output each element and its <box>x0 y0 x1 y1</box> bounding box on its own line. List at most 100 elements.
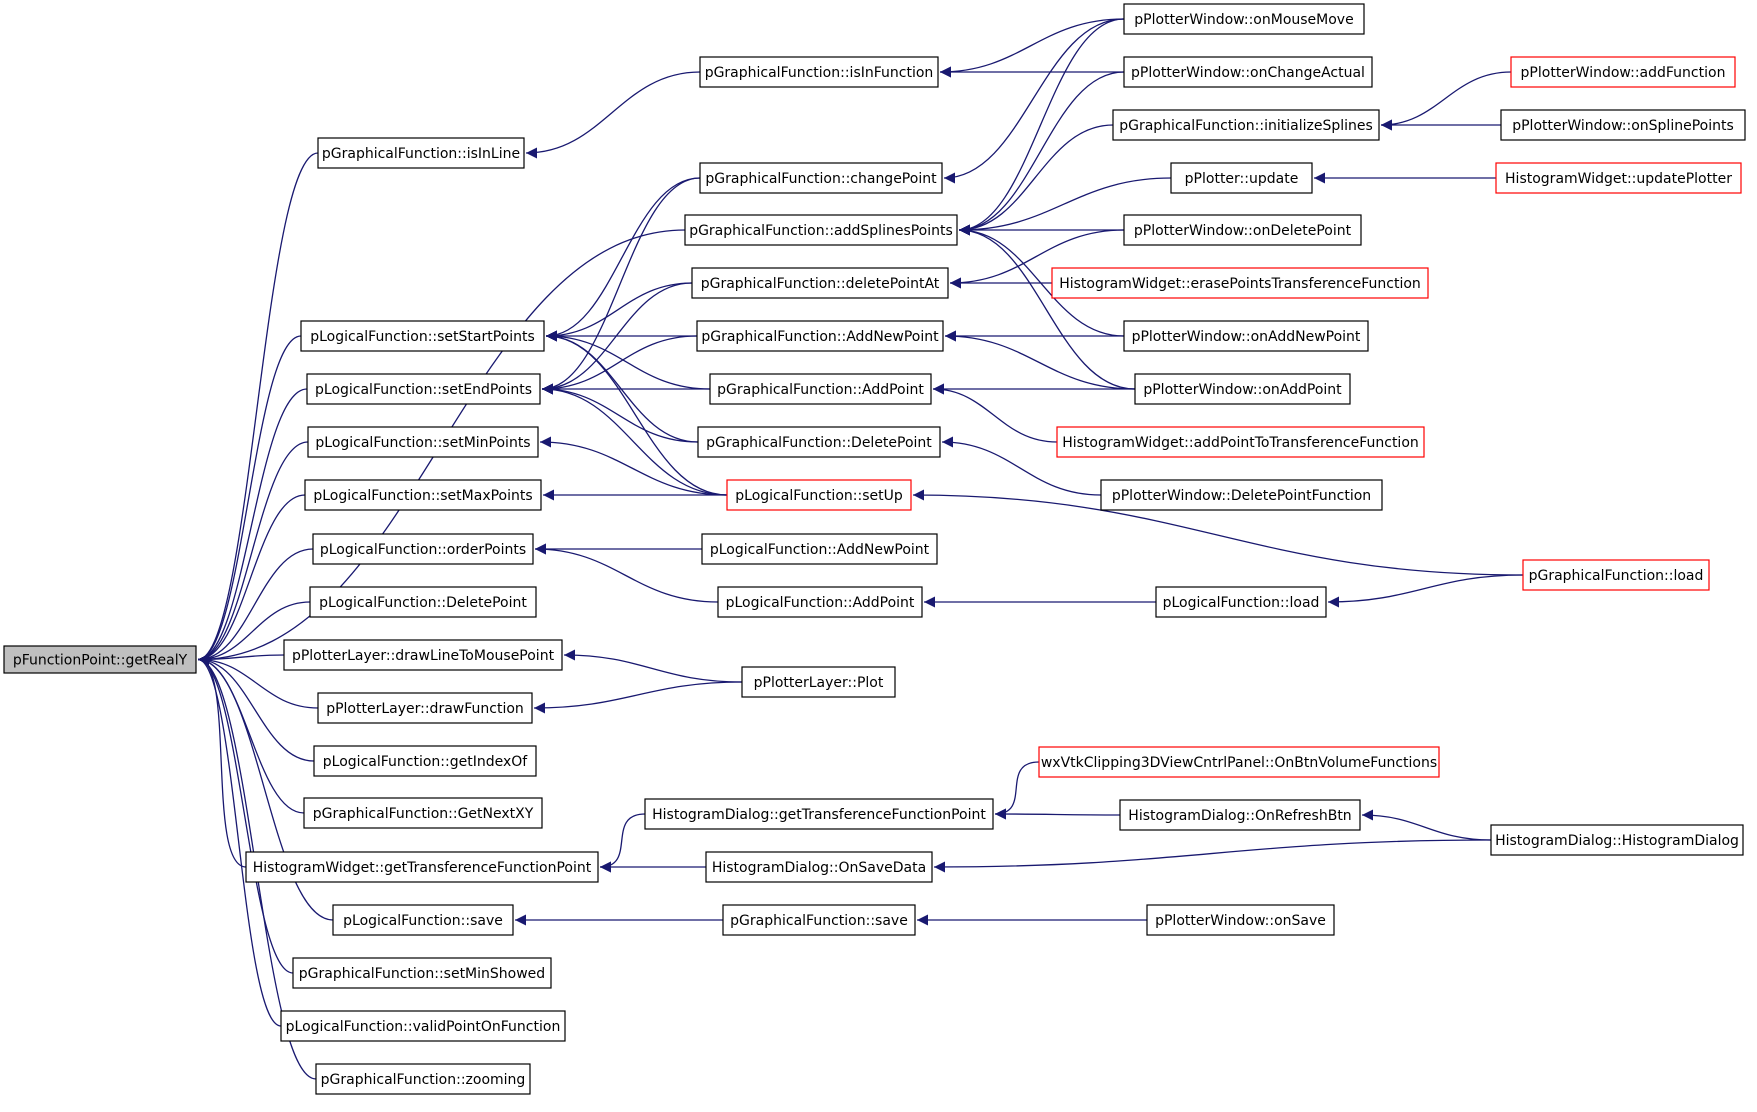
node-hd-histogram-dialog[interactable]: HistogramDialog::HistogramDialog <box>1490 824 1744 856</box>
node-box <box>717 586 923 618</box>
node-label: pPlotterWindow::onChangeActual <box>1131 65 1365 81</box>
node-gf-add-splines-points[interactable]: pGraphicalFunction::addSplinesPoints <box>684 214 958 246</box>
call-edge-lf-order-points-to-root <box>197 548 314 665</box>
node-gf-delete-point-at[interactable]: pGraphicalFunction::deletePointAt <box>691 267 949 299</box>
node-label: pPlotterWindow::onDeletePoint <box>1134 223 1352 239</box>
node-lf-set-max-points[interactable]: pLogicalFunction::setMaxPoints <box>304 479 542 511</box>
call-edge-lf-set-up-to-lf-set-start-points <box>545 330 728 496</box>
node-box <box>697 426 941 458</box>
node-gf-initialize-splines[interactable]: pGraphicalFunction::initializeSplines <box>1112 109 1380 141</box>
node-label: HistogramDialog::OnRefreshBtn <box>1128 808 1351 824</box>
node-box <box>1146 904 1335 936</box>
node-gf-get-next-xy[interactable]: pGraphicalFunction::GetNextXY <box>303 797 543 829</box>
node-lf-set-up[interactable]: pLogicalFunction::setUp <box>726 479 912 511</box>
node-box <box>317 137 525 169</box>
node-label: pLogicalFunction::setStartPoints <box>310 329 535 345</box>
node-box <box>644 798 994 830</box>
call-edge-pw-on-mouse-move-to-gf-is-in-function <box>939 18 1125 78</box>
node-lf-valid-point-on-function[interactable]: pLogicalFunction::validPointOnFunction <box>280 1010 566 1042</box>
node-pl-draw-function[interactable]: pPlotterLayer::drawFunction <box>317 692 533 724</box>
node-pplotter-update[interactable]: pPlotter::update <box>1170 162 1313 194</box>
node-gf-is-in-line[interactable]: pGraphicalFunction::isInLine <box>317 137 525 169</box>
node-hd-on-refresh-btn[interactable]: HistogramDialog::OnRefreshBtn <box>1119 799 1361 831</box>
node-gf-zooming[interactable]: pGraphicalFunction::zooming <box>315 1063 531 1095</box>
node-gf-save[interactable]: pGraphicalFunction::save <box>722 904 916 936</box>
call-edge-gf-load-to-lf-set-up <box>912 489 1524 576</box>
node-pl-plot[interactable]: pPlotterLayer::Plot <box>741 666 896 698</box>
node-lf-set-end-points[interactable]: pLogicalFunction::setEndPoints <box>306 373 541 405</box>
call-edge-pw-on-add-point-to-gf-add-new-point <box>944 330 1136 390</box>
node-gf-load[interactable]: pGraphicalFunction::load <box>1522 559 1710 591</box>
node-label: pPlotterWindow::onAddNewPoint <box>1132 329 1361 345</box>
truncated-node-box <box>1056 426 1425 458</box>
node-gf-change-point[interactable]: pGraphicalFunction::changePoint <box>699 162 943 194</box>
call-edge-lf-set-end-points-to-root <box>197 388 308 665</box>
node-box <box>332 904 514 936</box>
node-gf-is-in-function[interactable]: pGraphicalFunction::isInFunction <box>699 56 939 88</box>
node-gf-add-point[interactable]: pGraphicalFunction::AddPoint <box>709 373 932 405</box>
node-box <box>309 586 537 618</box>
node-label: HistogramDialog::getTransferenceFunction… <box>652 807 986 823</box>
node-box <box>696 320 944 352</box>
node-label: pPlotterWindow::onSave <box>1155 913 1326 929</box>
node-gf-add-new-point[interactable]: pGraphicalFunction::AddNewPoint <box>696 320 944 352</box>
node-lf-order-points[interactable]: pLogicalFunction::orderPoints <box>312 533 534 565</box>
node-gf-delete-point[interactable]: pGraphicalFunction::DeletePoint <box>697 426 941 458</box>
node-pl-draw-line-to-mouse-point[interactable]: pPlotterLayer::drawLineToMousePoint <box>283 639 563 671</box>
node-box <box>1123 214 1362 246</box>
node-lf-set-min-points[interactable]: pLogicalFunction::setMinPoints <box>307 426 539 458</box>
call-edge-gf-delete-point-to-lf-set-end-points <box>541 383 699 443</box>
node-box <box>1119 799 1361 831</box>
node-hd-on-save-data[interactable]: HistogramDialog::OnSaveData <box>705 851 933 883</box>
call-edge-lf-set-max-points-to-root <box>197 494 306 665</box>
node-box <box>292 957 552 989</box>
node-pw-on-add-new-point[interactable]: pPlotterWindow::onAddNewPoint <box>1123 320 1369 352</box>
node-lf-load[interactable]: pLogicalFunction::load <box>1155 586 1327 618</box>
node-box <box>312 533 534 565</box>
call-edge-pw-on-mouse-move-to-gf-change-point <box>943 18 1125 184</box>
node-label: pGraphicalFunction::deletePointAt <box>701 276 940 292</box>
node-hw-update-plotter[interactable]: HistogramWidget::updatePlotter <box>1495 162 1742 194</box>
node-pw-add-function[interactable]: pPlotterWindow::addFunction <box>1510 56 1736 88</box>
node-box <box>1500 109 1746 141</box>
node-hw-add-point-to[interactable]: HistogramWidget::addPointToTransferenceF… <box>1056 426 1425 458</box>
node-box <box>722 904 916 936</box>
call-edge-lf-valid-point-on-function-to-root <box>197 654 282 1027</box>
node-pw-on-save[interactable]: pPlotterWindow::onSave <box>1146 904 1335 936</box>
node-label: pPlotterWindow::onMouseMove <box>1134 12 1353 28</box>
node-label: pGraphicalFunction::initializeSplines <box>1119 118 1373 134</box>
node-lf-add-new-point[interactable]: pLogicalFunction::AddNewPoint <box>701 533 938 565</box>
node-lf-get-index-of[interactable]: pLogicalFunction::getIndexOf <box>313 745 537 777</box>
node-pw-on-spline-points[interactable]: pPlotterWindow::onSplinePoints <box>1500 109 1746 141</box>
node-gf-set-min-showed[interactable]: pGraphicalFunction::setMinShowed <box>292 957 552 989</box>
node-label: pGraphicalFunction::AddNewPoint <box>701 329 939 345</box>
node-box <box>317 692 533 724</box>
node-wx-on-btn-volume-functions[interactable]: wxVtkClipping3DViewCntrlPanel::OnBtnVolu… <box>1038 746 1440 778</box>
node-root[interactable]: pFunctionPoint::getRealY <box>3 645 197 674</box>
node-label: pGraphicalFunction::save <box>730 913 908 929</box>
node-label: pGraphicalFunction::isInFunction <box>705 65 934 81</box>
truncated-node-box <box>1051 267 1429 299</box>
node-lf-set-start-points[interactable]: pLogicalFunction::setStartPoints <box>300 320 545 352</box>
node-pw-on-delete-point[interactable]: pPlotterWindow::onDeletePoint <box>1123 214 1362 246</box>
node-pw-on-mouse-move[interactable]: pPlotterWindow::onMouseMove <box>1123 3 1365 35</box>
node-pw-delete-point-function[interactable]: pPlotterWindow::DeletePointFunction <box>1100 479 1383 511</box>
call-edge-gf-load-to-lf-load <box>1327 574 1524 608</box>
node-box <box>245 851 599 883</box>
node-lf-save[interactable]: pLogicalFunction::save <box>332 904 514 936</box>
call-edge-lf-set-up-to-lf-set-min-points <box>539 436 728 496</box>
node-box <box>1155 586 1327 618</box>
node-box <box>701 533 938 565</box>
node-lf-add-point[interactable]: pLogicalFunction::AddPoint <box>717 586 923 618</box>
node-box <box>709 373 932 405</box>
node-hw-erase-points[interactable]: HistogramWidget::erasePointsTransference… <box>1051 267 1429 299</box>
node-pw-on-add-point[interactable]: pPlotterWindow::onAddPoint <box>1134 373 1351 405</box>
node-hw-get-transference-function-point[interactable]: HistogramWidget::getTransferenceFunction… <box>245 851 599 883</box>
node-box <box>1134 373 1351 405</box>
node-label: pLogicalFunction::save <box>343 913 503 929</box>
call-edge-lf-delete-point-to-root <box>197 601 311 665</box>
node-pw-on-change-actual[interactable]: pPlotterWindow::onChangeActual <box>1123 56 1373 88</box>
node-hd-get-transference-function-point[interactable]: HistogramDialog::getTransferenceFunction… <box>644 798 994 830</box>
node-lf-delete-point[interactable]: pLogicalFunction::DeletePoint <box>309 586 537 618</box>
